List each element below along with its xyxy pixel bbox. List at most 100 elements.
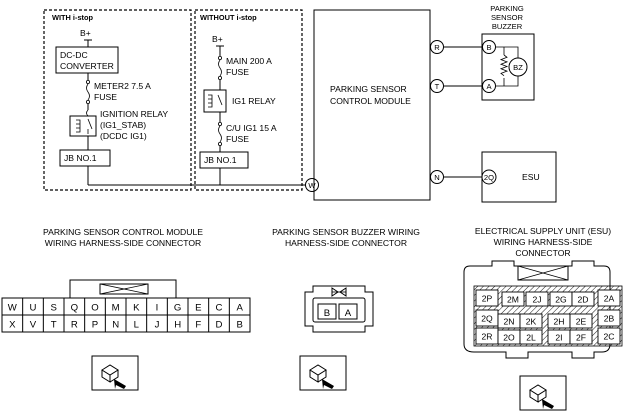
- cu-ig1-fuse-symbol: [217, 122, 222, 146]
- view-direction-icon: [91, 355, 139, 391]
- b-plus-right: B+: [212, 34, 223, 44]
- module-pin-bottom-d: D: [216, 320, 223, 331]
- view-direction-icon: [519, 375, 567, 411]
- module-pin-top-m: M: [112, 303, 120, 314]
- buzzer-resistor: [499, 54, 509, 77]
- buzzer-title-1: PARKING: [490, 4, 524, 13]
- without-istop-label: WITHOUT i-stop: [200, 13, 257, 22]
- esu-connector-title-3: CONNECTOR: [515, 248, 570, 258]
- esu-pin-label-2n: 2N: [504, 316, 515, 326]
- module-pin-bottom-h: H: [174, 320, 181, 331]
- esu-terminal-2q-label: 2Q: [484, 173, 494, 182]
- esu-terminal-2q: [481, 169, 497, 185]
- terminal-n-label: N: [434, 173, 439, 182]
- jb-no1-right-box: [199, 151, 249, 169]
- buzzer-element: [508, 57, 528, 77]
- module-pin-bottom-n: N: [112, 320, 119, 331]
- buzzer-connector-title-1: PARKING SENSOR BUZZER WIRING: [272, 227, 420, 237]
- module-pin-bottom-r: R: [71, 320, 78, 331]
- module-pin-top-a: A: [236, 303, 243, 314]
- parking-sensor-control-module: [313, 9, 431, 201]
- module-pin-top-i: I: [156, 303, 159, 314]
- esu-connector-title-1: ELECTRICAL SUPPLY UNIT (ESU): [475, 226, 611, 236]
- esu-pin-label-2g: 2G: [555, 294, 567, 304]
- buzzer-pin-a: [338, 303, 358, 320]
- main-fuse-symbol: [217, 56, 222, 81]
- main-fuse-label-1: MAIN 200 A: [226, 56, 272, 66]
- with-istop-label: WITH i-stop: [52, 13, 94, 22]
- module-pin-bottom-t: T: [51, 320, 57, 331]
- esu-pin-2k: [519, 313, 543, 329]
- terminal-r-label: R: [434, 43, 440, 52]
- esu-pin-label-2d: 2D: [578, 294, 589, 304]
- esu-pin-label-2m: 2M: [507, 294, 519, 304]
- esu-pin-2c: [597, 327, 621, 345]
- module-pin-bottom-f: F: [195, 320, 201, 331]
- ig1-relay-label: IG1 RELAY: [232, 96, 276, 106]
- without-istop-box: [194, 9, 303, 191]
- buzzer-pin-b-label: B: [324, 308, 330, 319]
- module-connector-title-2: WIRING HARNESS-SIDE CONNECTOR: [45, 238, 201, 248]
- terminal-t-label: T: [435, 82, 440, 91]
- module-pin-top-s: S: [50, 303, 56, 314]
- module-pin-top-q: Q: [71, 303, 78, 314]
- ignition-relay-symbol: [69, 109, 97, 137]
- esu-pin-label-2c: 2C: [604, 331, 615, 341]
- view-direction-icon: [299, 355, 347, 391]
- buzzer-title-2: SENSOR: [491, 13, 524, 22]
- module-pin-bottom-p: P: [92, 320, 98, 331]
- buzzer-pin-b: [317, 303, 337, 320]
- esu-pin-label-2p: 2P: [482, 293, 493, 303]
- esu-connector-title-2: WIRING HARNESS-SIDE: [494, 237, 593, 247]
- module-pin-bottom-x: X: [9, 320, 16, 331]
- buzzer-terminal-a: [482, 79, 496, 93]
- terminal-r: [430, 40, 444, 54]
- esu-pin-label-2b: 2B: [604, 313, 615, 323]
- module-label-1: PARKING SENSOR: [330, 84, 407, 94]
- module-pin-top-o: O: [91, 303, 98, 314]
- esu-pin-label-2e: 2E: [576, 316, 587, 326]
- parking-sensor-buzzer: [481, 33, 535, 101]
- buzzer-title-3: BUZZER: [492, 22, 523, 31]
- ignition-relay-label-3: (DCDC IG1): [100, 131, 147, 141]
- esu-pin-2b: [597, 309, 621, 327]
- module-pin-top-c: C: [216, 303, 223, 314]
- cu-ig1-fuse-label-1: C/U IG1 15 A: [226, 123, 277, 133]
- b-plus-left: B+: [80, 28, 91, 38]
- buzzer-terminal-a-label: A: [486, 82, 492, 91]
- jb-no1-left-label: JB NO.1: [64, 153, 97, 163]
- esu-pin-label-2i: 2I: [555, 332, 562, 342]
- esu-pin-label-2a: 2A: [604, 293, 615, 303]
- esu-pin-2p: [475, 289, 499, 307]
- esu-pin-2d: [571, 291, 595, 307]
- module-pin-top-w: W: [8, 303, 18, 314]
- module-pin-bottom-j: J: [155, 320, 160, 331]
- module-pin-top-g: G: [174, 303, 181, 314]
- terminal-t: [430, 79, 444, 93]
- buzzer-terminal-b-label: B: [486, 43, 491, 52]
- jb-no1-left-box: [59, 149, 111, 167]
- buzzer-harness-connector: B A: [304, 285, 374, 333]
- terminal-w: [305, 178, 319, 192]
- module-pin-bottom-v: V: [30, 320, 37, 331]
- buzzer-terminal-b: [482, 40, 496, 54]
- terminal-n: [430, 170, 444, 184]
- module-pin-bottom-b: B: [236, 320, 242, 331]
- buzzer-pin-a-label: A: [345, 308, 352, 319]
- with-istop-box: [43, 9, 192, 191]
- module-pin-top-u: U: [30, 303, 37, 314]
- ig1-relay-symbol: [203, 89, 227, 113]
- esu-pin-label-2h: 2H: [554, 316, 565, 326]
- cu-ig1-fuse-label-2: FUSE: [226, 134, 249, 144]
- esu-pin-label-2k: 2K: [526, 316, 537, 326]
- esu-pin-2l: [519, 329, 543, 345]
- meter2-fuse-symbol: [86, 80, 91, 105]
- meter2-fuse-label-2: FUSE: [94, 92, 117, 102]
- esu-pin-label-2q: 2Q: [481, 313, 493, 323]
- esu-pin-2m: [501, 291, 525, 307]
- esu-pin-label-2f: 2F: [576, 332, 586, 342]
- buzzer-connector-title-2: HARNESS-SIDE CONNECTOR: [285, 238, 407, 248]
- dcdc-converter-box: [55, 46, 119, 74]
- module-connector-title-1: PARKING SENSOR CONTROL MODULE: [43, 227, 203, 237]
